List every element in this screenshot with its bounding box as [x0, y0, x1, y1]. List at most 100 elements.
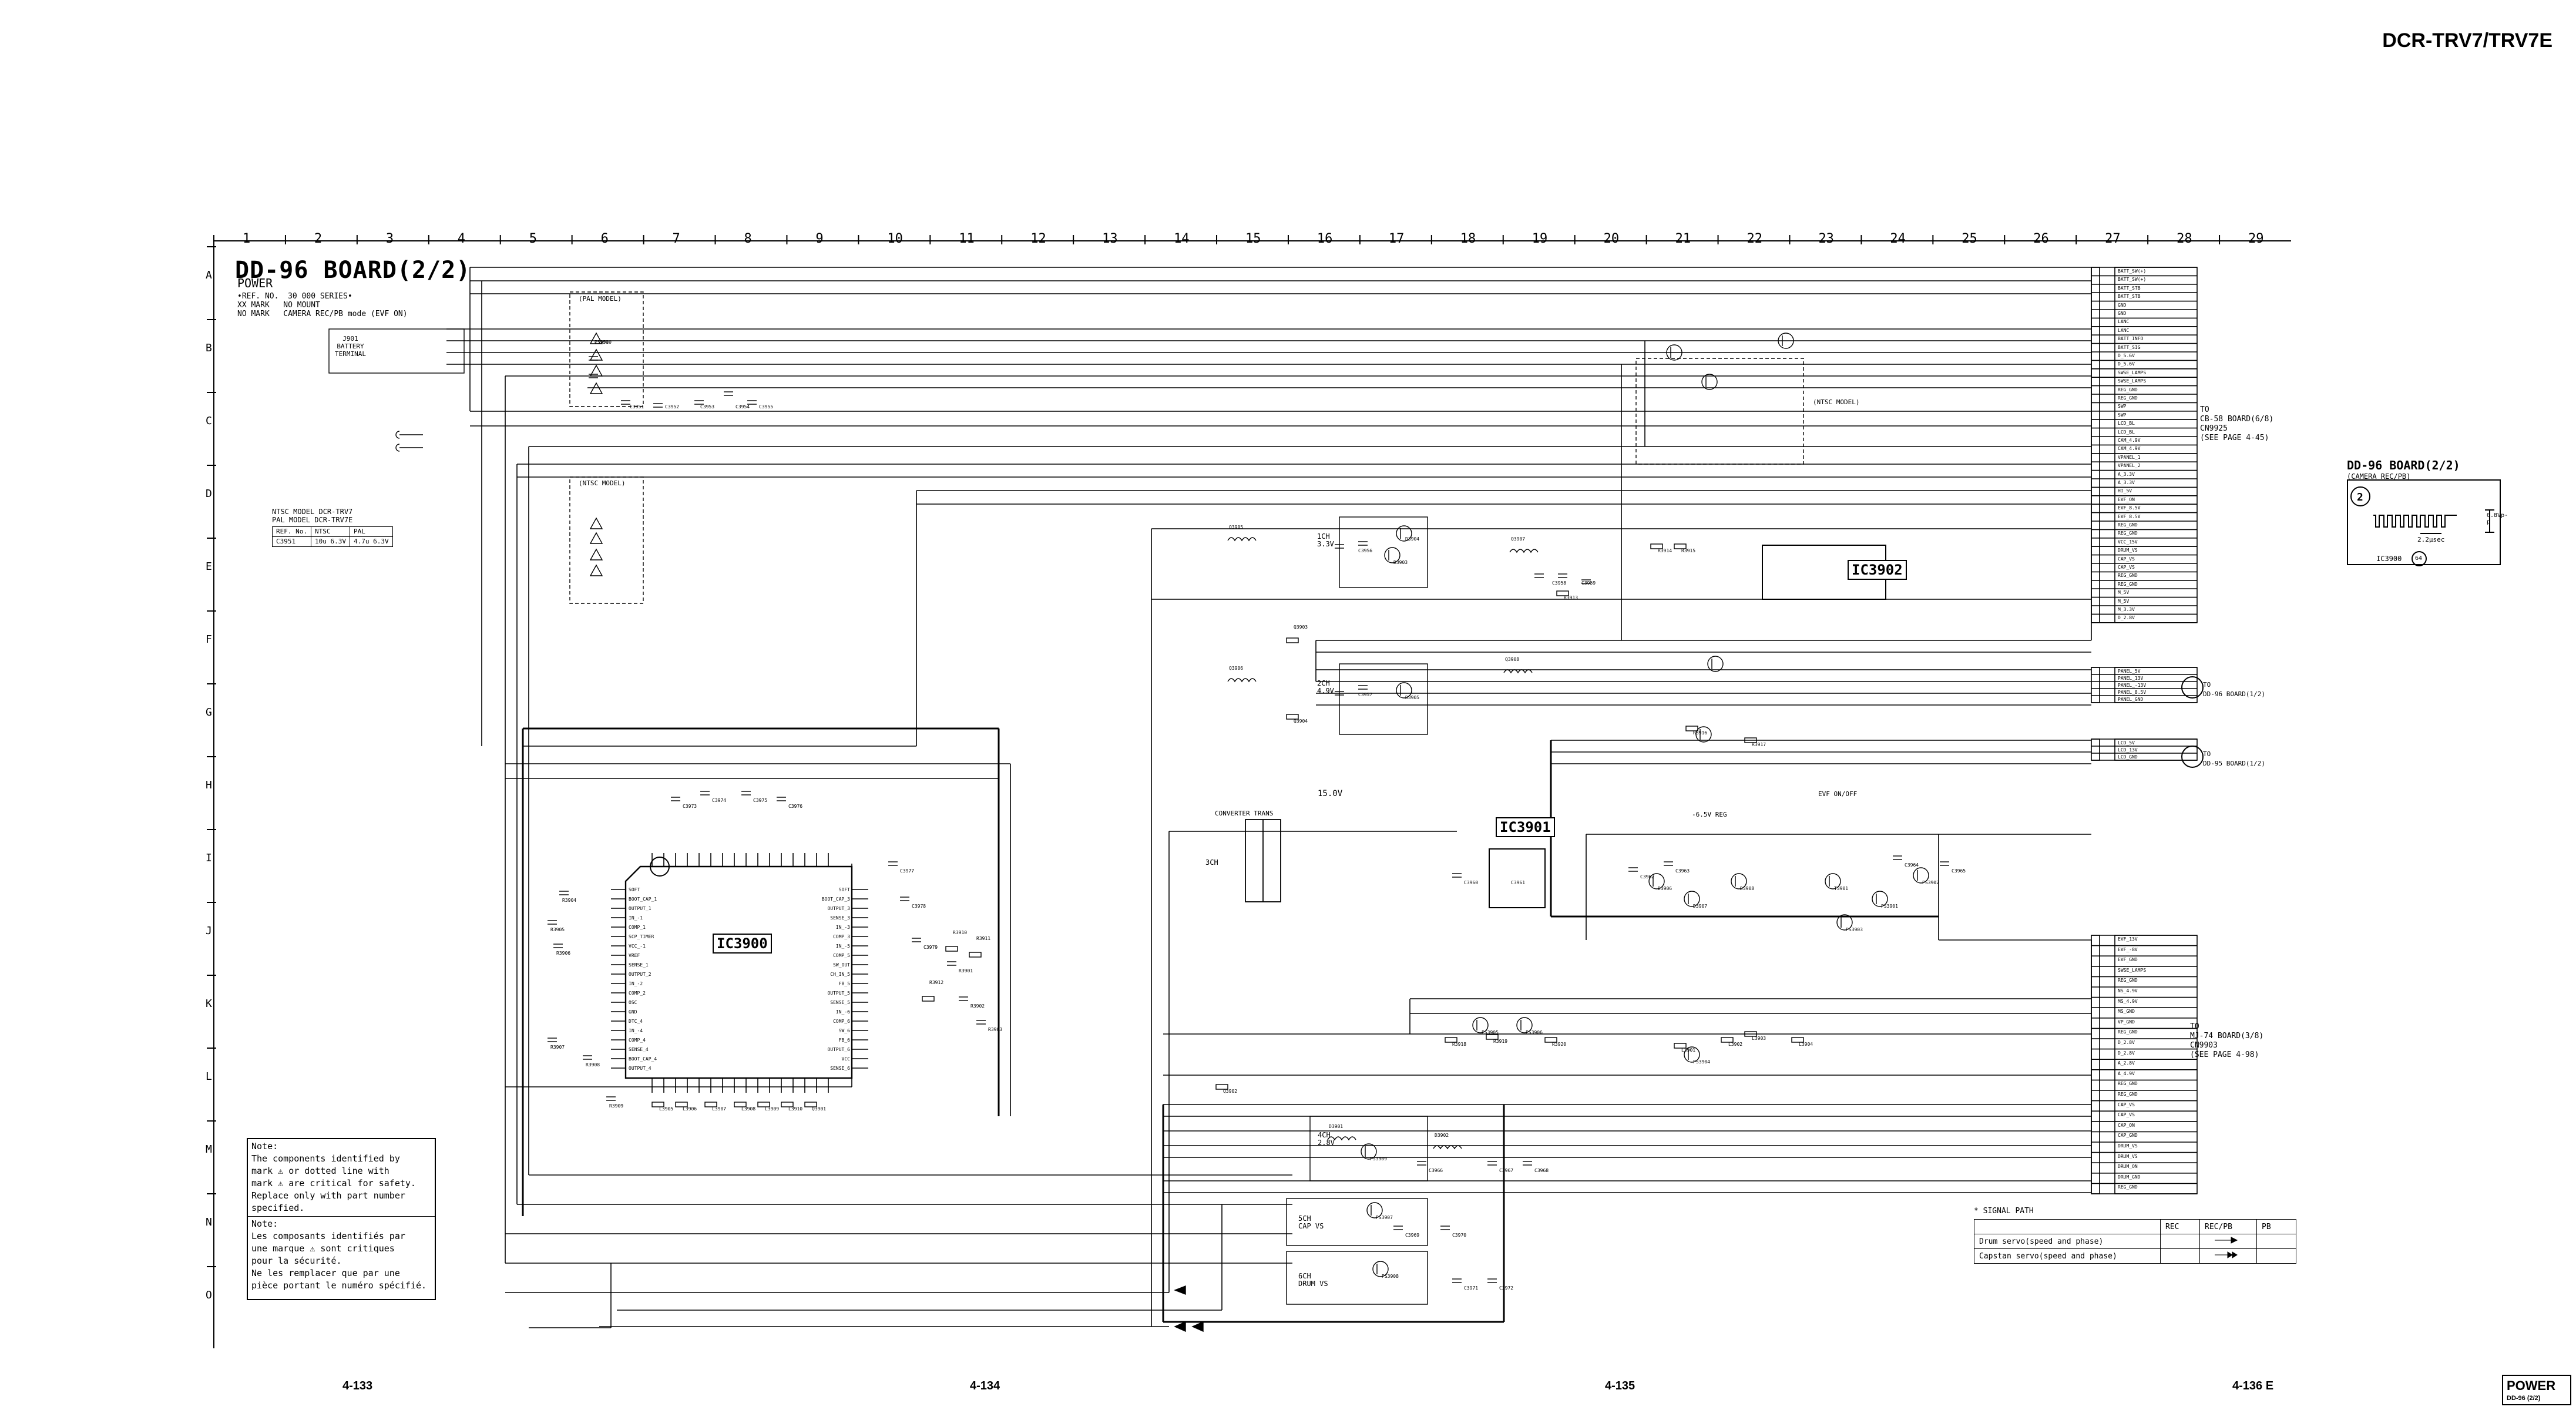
component-label: L3902	[1728, 1042, 1743, 1047]
component-label: C3951	[630, 404, 644, 409]
sp-cap-rec	[2160, 1248, 2200, 1264]
v15-label: 15.0V	[1318, 789, 1343, 798]
fuse-warning	[589, 532, 603, 544]
ic-right-pin-label: SENSE_6	[830, 1066, 850, 1071]
ic-right-pin-label: COMP_6	[833, 1019, 850, 1024]
note-en-4: specified.	[251, 1203, 305, 1213]
conn-mid-right-1: TO DD-95 BOARD(1/2)	[2203, 750, 2265, 767]
note-en-3: Replace only with part number	[251, 1190, 405, 1201]
transistor	[1384, 547, 1400, 563]
inductor	[1509, 549, 1539, 553]
component-label: L3905	[659, 1106, 674, 1112]
pin-label: BATT_STB	[2118, 294, 2141, 300]
pin-label: CAP_VS	[2118, 556, 2135, 562]
component-label: C3957	[1358, 692, 1373, 697]
component-label: PS3907	[1376, 1215, 1393, 1220]
ic-left-pin-label: IN_-2	[629, 981, 643, 986]
row-letter: B	[206, 342, 212, 354]
note-divider	[248, 1216, 435, 1217]
connector-strips	[611, 267, 2198, 1194]
pin-label: PANEL_8.5V	[2118, 690, 2147, 695]
column-number: 4	[457, 231, 465, 246]
ntsc-header-ref: REF. No.	[272, 526, 311, 537]
sp-drum-recpb	[2199, 1234, 2257, 1249]
component-label: C3972	[1499, 1285, 1514, 1291]
component-label: Q3902	[1223, 1089, 1238, 1094]
component-label: C3960	[1464, 880, 1479, 885]
sp-row-capstan: Capstan servo(speed and phase)	[1974, 1248, 2161, 1264]
pin-label: CAP_GND	[2118, 1133, 2138, 1139]
pal-model-tag: (PAL MODEL)	[579, 295, 622, 303]
ic3902-label: IC3902	[1848, 560, 1907, 580]
pin-label: BATT_SW(+)	[2118, 277, 2147, 283]
component-label: D3902	[1435, 1133, 1449, 1138]
pin-label: LCD_GND	[2118, 754, 2138, 760]
row-letter: J	[206, 925, 212, 937]
pin-label: DRUM_GND	[2118, 1174, 2141, 1180]
inductor	[1327, 1136, 1356, 1141]
component-label: C3973	[683, 804, 697, 809]
ic-left-pin-label: BOOT_CAP_1	[629, 897, 657, 902]
column-number: 20	[1603, 231, 1620, 246]
battery-terminal-box	[328, 328, 465, 374]
pin-label: LANC	[2118, 319, 2130, 325]
pin-label: M_3.3V	[2118, 607, 2135, 612]
resistor	[651, 1102, 664, 1107]
resistor	[1486, 1034, 1499, 1040]
note-en-1: mark ⚠ or dotted line with	[251, 1166, 389, 1176]
column-number: 27	[2105, 231, 2121, 246]
component-label: L3906	[683, 1106, 697, 1112]
note-fr-3: Ne les remplacer que par une	[251, 1268, 400, 1278]
grid-frame	[207, 235, 2291, 1348]
resistor	[1445, 1037, 1457, 1043]
row-letter: O	[206, 1289, 212, 1301]
signal-path-legend: * SIGNAL PATH REC REC/PB PB Drum servo(s…	[1974, 1207, 2296, 1264]
component-label: C3977	[900, 868, 915, 874]
pin-label: REG_GND	[2118, 1184, 2138, 1190]
resistor	[922, 996, 935, 1002]
transistor	[1825, 873, 1841, 889]
pin-label: REG_GND	[2118, 978, 2138, 983]
component-label: D3901	[1329, 1124, 1344, 1129]
conn-mid-right-2: TO DD-96 BOARD(1/2)	[2203, 681, 2265, 698]
resistor	[945, 946, 958, 952]
column-number: 1	[242, 231, 251, 246]
pin-label: REG_GND	[2118, 1029, 2138, 1035]
inductor	[1433, 1145, 1462, 1150]
page-number-1: 4-134	[970, 1379, 1000, 1392]
component-label: R3907	[550, 1045, 565, 1050]
ntsc-header-pal: PAL	[349, 526, 393, 537]
ntsc-cell-pal: 4.7u 6.3V	[349, 536, 393, 547]
ic-left-pin-label: VREF	[629, 953, 640, 958]
ic-right-pin-label: BOOT_CAP_3	[821, 897, 850, 902]
transistor	[1836, 914, 1853, 931]
channel-block	[1286, 1251, 1428, 1305]
pin-label: EVF_8.5V	[2118, 513, 2141, 519]
resistor	[781, 1102, 794, 1107]
resistor	[704, 1102, 717, 1107]
row-letter: F	[206, 633, 212, 646]
ic-left-pin-label: COMP_4	[629, 1038, 646, 1043]
column-number: 5	[529, 231, 537, 246]
component-label: R3911	[976, 936, 991, 941]
ic3901-label: IC3901	[1496, 817, 1555, 837]
component-label: PS3906	[1526, 1030, 1543, 1035]
resistor	[1721, 1037, 1734, 1043]
transistor	[1648, 873, 1665, 889]
component-label: PS3901	[1881, 904, 1898, 909]
converter-label: CONVERTER TRANS	[1215, 810, 1274, 817]
pin-label: A_3.3V	[2118, 480, 2135, 485]
evf-label: EVF ON/OFF	[1818, 790, 1858, 798]
pin-label: REG_GND	[2118, 522, 2138, 528]
battery-terminal: J901 BATTERY TERMINAL	[335, 335, 366, 358]
column-number: 22	[1747, 231, 1763, 246]
pin-label: LCD_13V	[2118, 747, 2138, 753]
transistor	[1372, 1261, 1389, 1277]
resistor	[757, 1102, 770, 1107]
column-number: 25	[1962, 231, 1977, 246]
ic3900-label: IC3900	[713, 934, 772, 954]
row-letter: H	[206, 779, 212, 791]
reg-label: -6.5V REG	[1692, 811, 1727, 818]
component-label: T3901	[1834, 886, 1849, 891]
